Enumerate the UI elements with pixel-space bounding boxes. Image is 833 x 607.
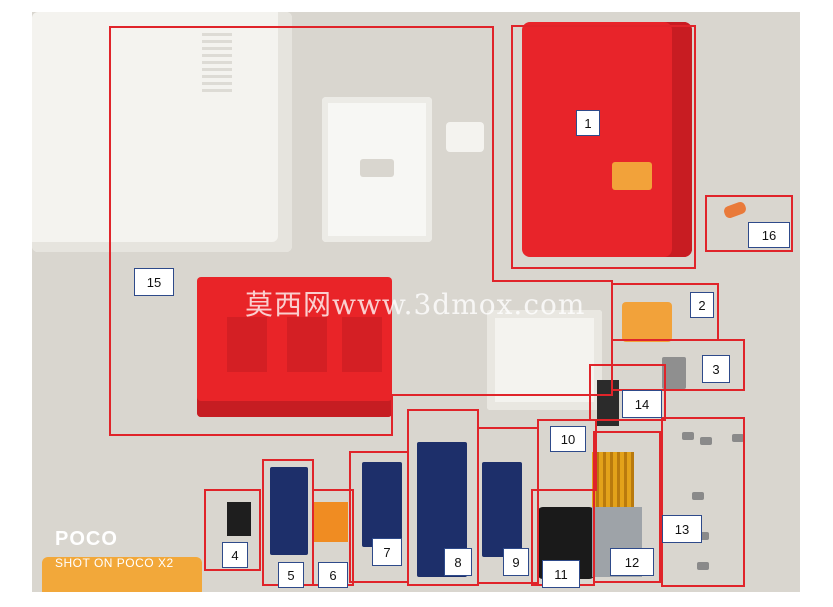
white-enclosure — [32, 12, 292, 252]
fuse-holder — [597, 380, 619, 426]
label-8: 8 — [444, 548, 472, 576]
xt60-connector — [622, 302, 672, 342]
tray-rib — [342, 317, 382, 372]
screw — [700, 437, 712, 445]
label-2: 2 — [690, 292, 714, 318]
box-16-outline — [705, 195, 793, 252]
label-16: 16 — [748, 222, 790, 248]
heatsink — [592, 452, 634, 507]
components-photo — [32, 12, 800, 592]
box-13-outline — [661, 417, 745, 587]
box-15-outline — [109, 26, 613, 436]
screw — [697, 562, 709, 570]
white-cap — [446, 122, 484, 152]
label-15: 15 — [134, 268, 174, 296]
site-watermark: 莫西网www.3dmox.com — [245, 288, 586, 321]
buck-converter-mid — [482, 462, 522, 557]
box-4-outline — [204, 489, 261, 571]
screw — [692, 492, 704, 500]
label-11: 11 — [542, 560, 580, 588]
label-14: 14 — [622, 390, 662, 418]
tray-rib — [227, 317, 267, 372]
label-7: 7 — [372, 538, 402, 566]
white-plate — [322, 97, 432, 242]
label-12: 12 — [610, 548, 654, 576]
orange-block — [314, 502, 348, 542]
camera-brand-watermark: POCO — [55, 528, 118, 550]
xt60-connector-top — [612, 162, 652, 190]
label-1: 1 — [576, 110, 600, 136]
label-4: 4 — [222, 542, 248, 568]
plate-slot — [360, 159, 394, 177]
label-6: 6 — [318, 562, 348, 588]
label-13: 13 — [662, 515, 702, 543]
orange-bar — [42, 557, 202, 592]
box-14-outline — [589, 364, 666, 421]
camera-shot-on-watermark: SHOT ON POCO X2 — [55, 556, 174, 570]
screw — [682, 432, 694, 440]
vent-slots — [202, 32, 232, 92]
buck-converter-small — [362, 462, 402, 547]
label-10: 10 — [550, 426, 586, 452]
screw — [697, 532, 709, 540]
usb-module — [270, 467, 308, 555]
box-9-outline — [477, 427, 539, 584]
dc-jack — [227, 502, 251, 536]
tray-rib — [287, 317, 327, 372]
box-12-outline — [593, 431, 661, 583]
box-1-outline — [511, 25, 696, 269]
label-5: 5 — [278, 562, 304, 588]
screw — [732, 434, 744, 442]
label-9: 9 — [503, 548, 529, 576]
white-frame — [487, 310, 602, 410]
label-3: 3 — [702, 355, 730, 383]
red-tray — [197, 277, 392, 417]
red-battery-box — [522, 22, 692, 257]
